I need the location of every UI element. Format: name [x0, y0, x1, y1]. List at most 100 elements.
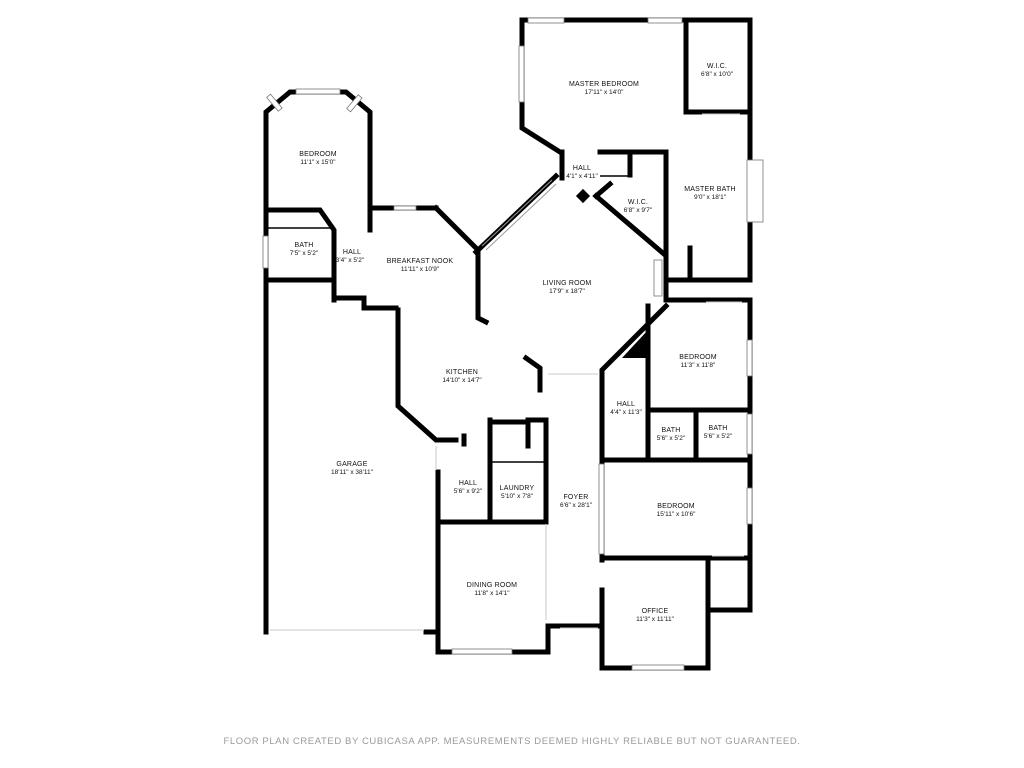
room-name: MASTER BATH [684, 186, 735, 193]
wall-kitchen-pier [522, 354, 543, 393]
window-dining [451, 648, 513, 655]
wall-dining-south [435, 623, 551, 655]
room-dims: 5'6" x 5'2" [657, 435, 686, 442]
column-post [575, 188, 591, 204]
room-name: HALL [617, 401, 635, 408]
room-bedroom-se: BEDROOM 15'11" x 10'6" [657, 503, 696, 518]
wall-garage-kitchen [395, 307, 459, 443]
room-dims: 5'6" x 9'2" [454, 488, 483, 495]
wall-laundry-north [487, 419, 531, 449]
room-dims: 3'4" x 5'2" [336, 257, 365, 264]
window-bedroom-nw-top [295, 88, 341, 95]
window-master-bath [746, 159, 764, 223]
room-kitchen: KITCHEN 14'10" x 14'7" [442, 369, 482, 384]
wall-bedroom-nw-south [263, 207, 337, 303]
room-hall-east: HALL 4'4" x 11'3" [610, 401, 642, 416]
room-foyer: FOYER 6'6" x 28'1" [560, 494, 593, 509]
room-name: MASTER BEDROOM [569, 81, 639, 88]
room-name: W.I.C. [707, 63, 727, 70]
room-name: BEDROOM [679, 354, 717, 361]
room-dims: 5'6" x 5'2" [704, 433, 733, 440]
room-dims: 6'8" x 10'0" [701, 71, 734, 78]
room-dims: 11'3" x 11'11" [636, 616, 675, 623]
room-name: DINING ROOM [467, 582, 517, 589]
room-name: GARAGE [336, 461, 367, 468]
room-dims: 6'8" x 9'7" [624, 207, 653, 214]
room-dims: 7'5" x 5'2" [290, 250, 319, 257]
room-wic-master: W.I.C. 6'8" x 10'0" [701, 63, 734, 78]
room-living-room: LIVING ROOM 17'9" x 18'7" [543, 280, 592, 295]
room-hall-laundry: HALL 5'6" x 9'2" [454, 480, 483, 495]
room-dims: 17'11" x 14'0" [585, 89, 624, 96]
room-dims: 11'1" x 15'0" [300, 159, 336, 166]
room-name: LAUNDRY [500, 485, 535, 492]
room-dims: 15'11" x 10'6" [657, 511, 696, 518]
room-name: KITCHEN [446, 369, 478, 376]
wall-office [599, 587, 753, 671]
room-bath-west: BATH 7'5" x 5'2" [290, 242, 319, 257]
fireplace [653, 259, 663, 297]
wall-hall-west-south [333, 295, 399, 311]
room-dims: 4'4" x 11'3" [610, 409, 642, 416]
room-name: BREAKFAST NOOK [387, 258, 454, 265]
window-bath-west [262, 235, 269, 269]
window-mb-west [518, 45, 525, 103]
room-dims: 11'11" x 10'9" [401, 266, 440, 273]
room-bedroom-east: BEDROOM 11'3" x 11'8" [679, 354, 717, 369]
window-office [631, 664, 685, 671]
room-dims: 5'10" x 7'8" [501, 493, 534, 500]
room-bath-east-1: BATH 5'6" x 5'2" [657, 427, 686, 442]
room-hall-top: HALL 4'1" x 4'11" [566, 165, 598, 180]
room-hall-west: HALL 3'4" x 5'2" [336, 249, 365, 264]
room-name: BATH [709, 425, 728, 432]
window-bedroom-east [746, 339, 753, 377]
window-mb-1 [527, 17, 565, 24]
room-wic-2: W.I.C. 6'8" x 9'7" [624, 199, 653, 214]
room-garage: GARAGE 18'11" x 38'11" [331, 461, 374, 476]
window-nook [393, 205, 417, 211]
window-bedroom-se-west [598, 463, 605, 555]
room-master-bath: MASTER BATH 9'0" x 18'1" [684, 186, 735, 201]
wall-bedroom-east-diagonal [599, 302, 753, 463]
room-name: BEDROOM [657, 503, 695, 510]
room-name: LIVING ROOM [543, 280, 592, 287]
openings [270, 113, 744, 631]
room-dims: 6'6" x 28'1" [560, 502, 593, 509]
room-dims: 4'1" x 4'11" [566, 173, 598, 180]
room-name: OFFICE [642, 608, 669, 615]
stair-wedge [622, 330, 648, 358]
window-bedroom-nw-left [266, 93, 283, 112]
wall-wic2-diagonal [592, 192, 668, 258]
room-name: FOYER [563, 494, 588, 501]
room-name: HALL [343, 249, 361, 256]
room-dims: 17'9" x 18'7" [549, 288, 585, 295]
room-dims: 11'3" x 11'8" [681, 362, 716, 369]
room-name: W.I.C. [628, 199, 648, 206]
room-name: HALL [459, 480, 477, 487]
wall-nook-diagonal [432, 204, 490, 326]
wall-master-bedroom [519, 17, 753, 281]
wall-wic2-top [592, 180, 614, 200]
room-name: BATH [295, 242, 314, 249]
room-name: BATH [662, 427, 681, 434]
room-dining-room: DINING ROOM 11'8" x 14'1" [467, 582, 517, 597]
room-bedroom-nw: BEDROOM 11'1" x 15'0" [299, 151, 336, 166]
window-mb-2 [647, 17, 683, 24]
room-dims: 18'11" x 38'11" [331, 469, 374, 476]
walls [263, 17, 753, 671]
room-bath-east-2: BATH 5'6" x 5'2" [704, 425, 733, 440]
room-office: OFFICE 11'3" x 11'11" [636, 608, 675, 623]
window-bedroom-se [746, 487, 753, 525]
window-living-diagonal [481, 179, 553, 247]
window-bath-east [746, 413, 753, 455]
footer-disclaimer: FLOOR PLAN CREATED BY CUBICASA APP. MEAS… [223, 736, 801, 747]
room-name: HALL [573, 165, 591, 172]
window-living-diagonal-2 [485, 183, 557, 251]
room-dims: 14'10" x 14'7" [442, 377, 482, 384]
room-laundry: LAUNDRY 5'10" x 7'8" [500, 485, 535, 500]
window-bedroom-nw-right [346, 94, 363, 113]
room-dims: 11'8" x 14'1" [474, 590, 510, 597]
room-breakfast-nook: BREAKFAST NOOK 11'11" x 10'9" [387, 258, 454, 273]
windows [262, 17, 764, 671]
